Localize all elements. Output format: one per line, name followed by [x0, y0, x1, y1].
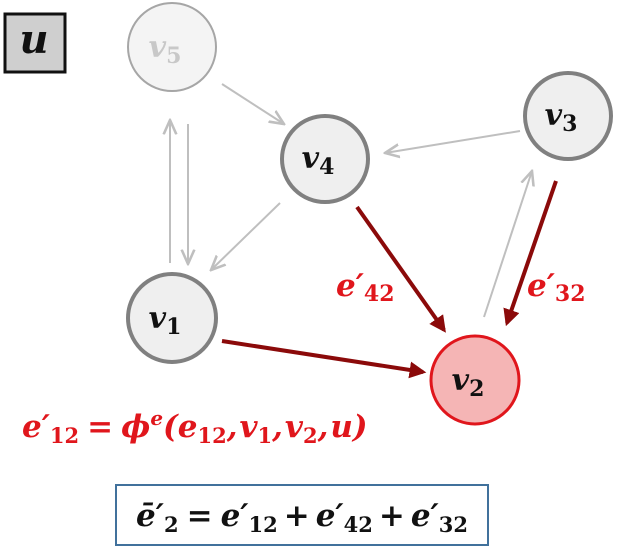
edge-v3-v4: [385, 130, 521, 153]
svg-text:v1: v1: [149, 301, 182, 340]
node-v1-sub: 1: [166, 314, 181, 340]
edge-v3-v2: [503, 180, 558, 327]
svg-text:v4: v4: [302, 141, 335, 180]
edge-v4-v1: [211, 202, 281, 270]
node-v5: v5: [127, 2, 217, 92]
node-v2: v2: [429, 334, 521, 426]
global-attribute-box: u: [3, 12, 67, 74]
node-v3-sub: 3: [562, 111, 577, 137]
node-v4-sub: 4: [319, 154, 334, 180]
edge-label-e42: e′42: [336, 268, 395, 307]
node-v3: v3: [523, 71, 613, 161]
node-v5-sub: 5: [166, 43, 181, 69]
node-v2-sub: 2: [469, 376, 484, 402]
edge-label-e32: e′32: [527, 268, 586, 307]
aggregation-formula-box: ē′2=e′12+e′42+e′32: [115, 484, 489, 546]
edge-v5-v4: [221, 83, 284, 124]
node-v4: v4: [280, 114, 370, 204]
edge-v4-v2: [355, 205, 446, 333]
edge-update-formula: e′12=ϕe(e12,v1,v2,u): [22, 406, 368, 448]
edge-v2-v3: [483, 171, 532, 318]
svg-text:v3: v3: [545, 98, 578, 137]
node-v5-letter: v: [149, 30, 167, 65]
global-attribute-label: u: [19, 16, 48, 63]
inactive-edges: [170, 83, 532, 318]
active-edges: [221, 180, 558, 379]
node-v4-letter: v: [302, 141, 320, 176]
node-v3-letter: v: [545, 98, 563, 133]
svg-text:v2: v2: [452, 363, 485, 402]
aggregation-formula: ē′2=e′12+e′42+e′32: [136, 498, 468, 537]
node-v2-letter: v: [452, 363, 470, 398]
node-v1-letter: v: [149, 301, 167, 336]
node-v1: v1: [126, 272, 218, 364]
svg-text:v5: v5: [149, 30, 182, 69]
edge-v1-v2: [221, 339, 427, 379]
